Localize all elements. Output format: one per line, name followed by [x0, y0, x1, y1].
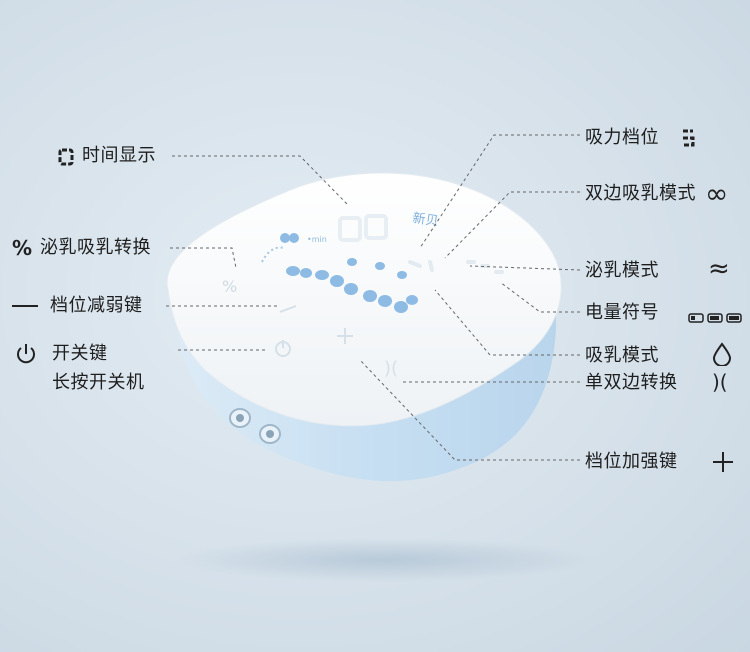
label-single-double: 单双边转换: [585, 372, 678, 393]
plus-icon: [711, 450, 735, 478]
single-double-icon: )(: [712, 370, 728, 394]
charging-ports: [229, 408, 281, 444]
label-lactation-mode: 泌乳模式: [585, 260, 659, 281]
small-indicator: •min: [307, 235, 327, 244]
label-suction-mode: 吸乳模式: [585, 345, 659, 366]
battery-icon: [688, 308, 746, 327]
plus-button-glyph: [337, 328, 353, 344]
time-display-icon: [57, 148, 75, 170]
brand-logo: 新贝: [411, 210, 439, 229]
minus-icon: [12, 305, 38, 307]
percent-button-glyph: %: [222, 277, 237, 296]
label-level-up: 档位加强键: [585, 451, 678, 472]
single-double-button-glyph: )(: [384, 358, 398, 379]
dotted-arc: [261, 246, 285, 263]
suction-level-icon: [680, 128, 698, 152]
device-top: [166, 172, 562, 427]
label-suction-level: 吸力档位: [585, 127, 659, 148]
label-power-line2: 长按开关机: [52, 372, 145, 393]
battery-segments: [466, 260, 504, 274]
label-double-mode: 双边吸乳模式: [585, 183, 696, 204]
level-segments: [408, 260, 434, 272]
leader-lines: [166, 134, 581, 461]
device-shadow: [175, 538, 595, 582]
infinity-icon: ∞: [705, 177, 729, 210]
percent-icon: %: [12, 236, 33, 260]
label-lactation-switch: 泌乳吸乳转换: [40, 237, 151, 258]
label-power-line1: 开关键: [52, 343, 108, 364]
wave-icon: ≈: [708, 254, 730, 284]
minus-button-glyph: [279, 305, 297, 313]
time-display-digits: [338, 214, 388, 242]
power-icon: [14, 342, 38, 370]
label-level-down: 档位减弱键: [50, 295, 143, 316]
mode-indicator-icons: [280, 233, 418, 313]
label-time-display: 时间显示: [82, 145, 156, 166]
label-battery: 电量符号: [585, 302, 659, 323]
drop-icon: [712, 342, 732, 370]
